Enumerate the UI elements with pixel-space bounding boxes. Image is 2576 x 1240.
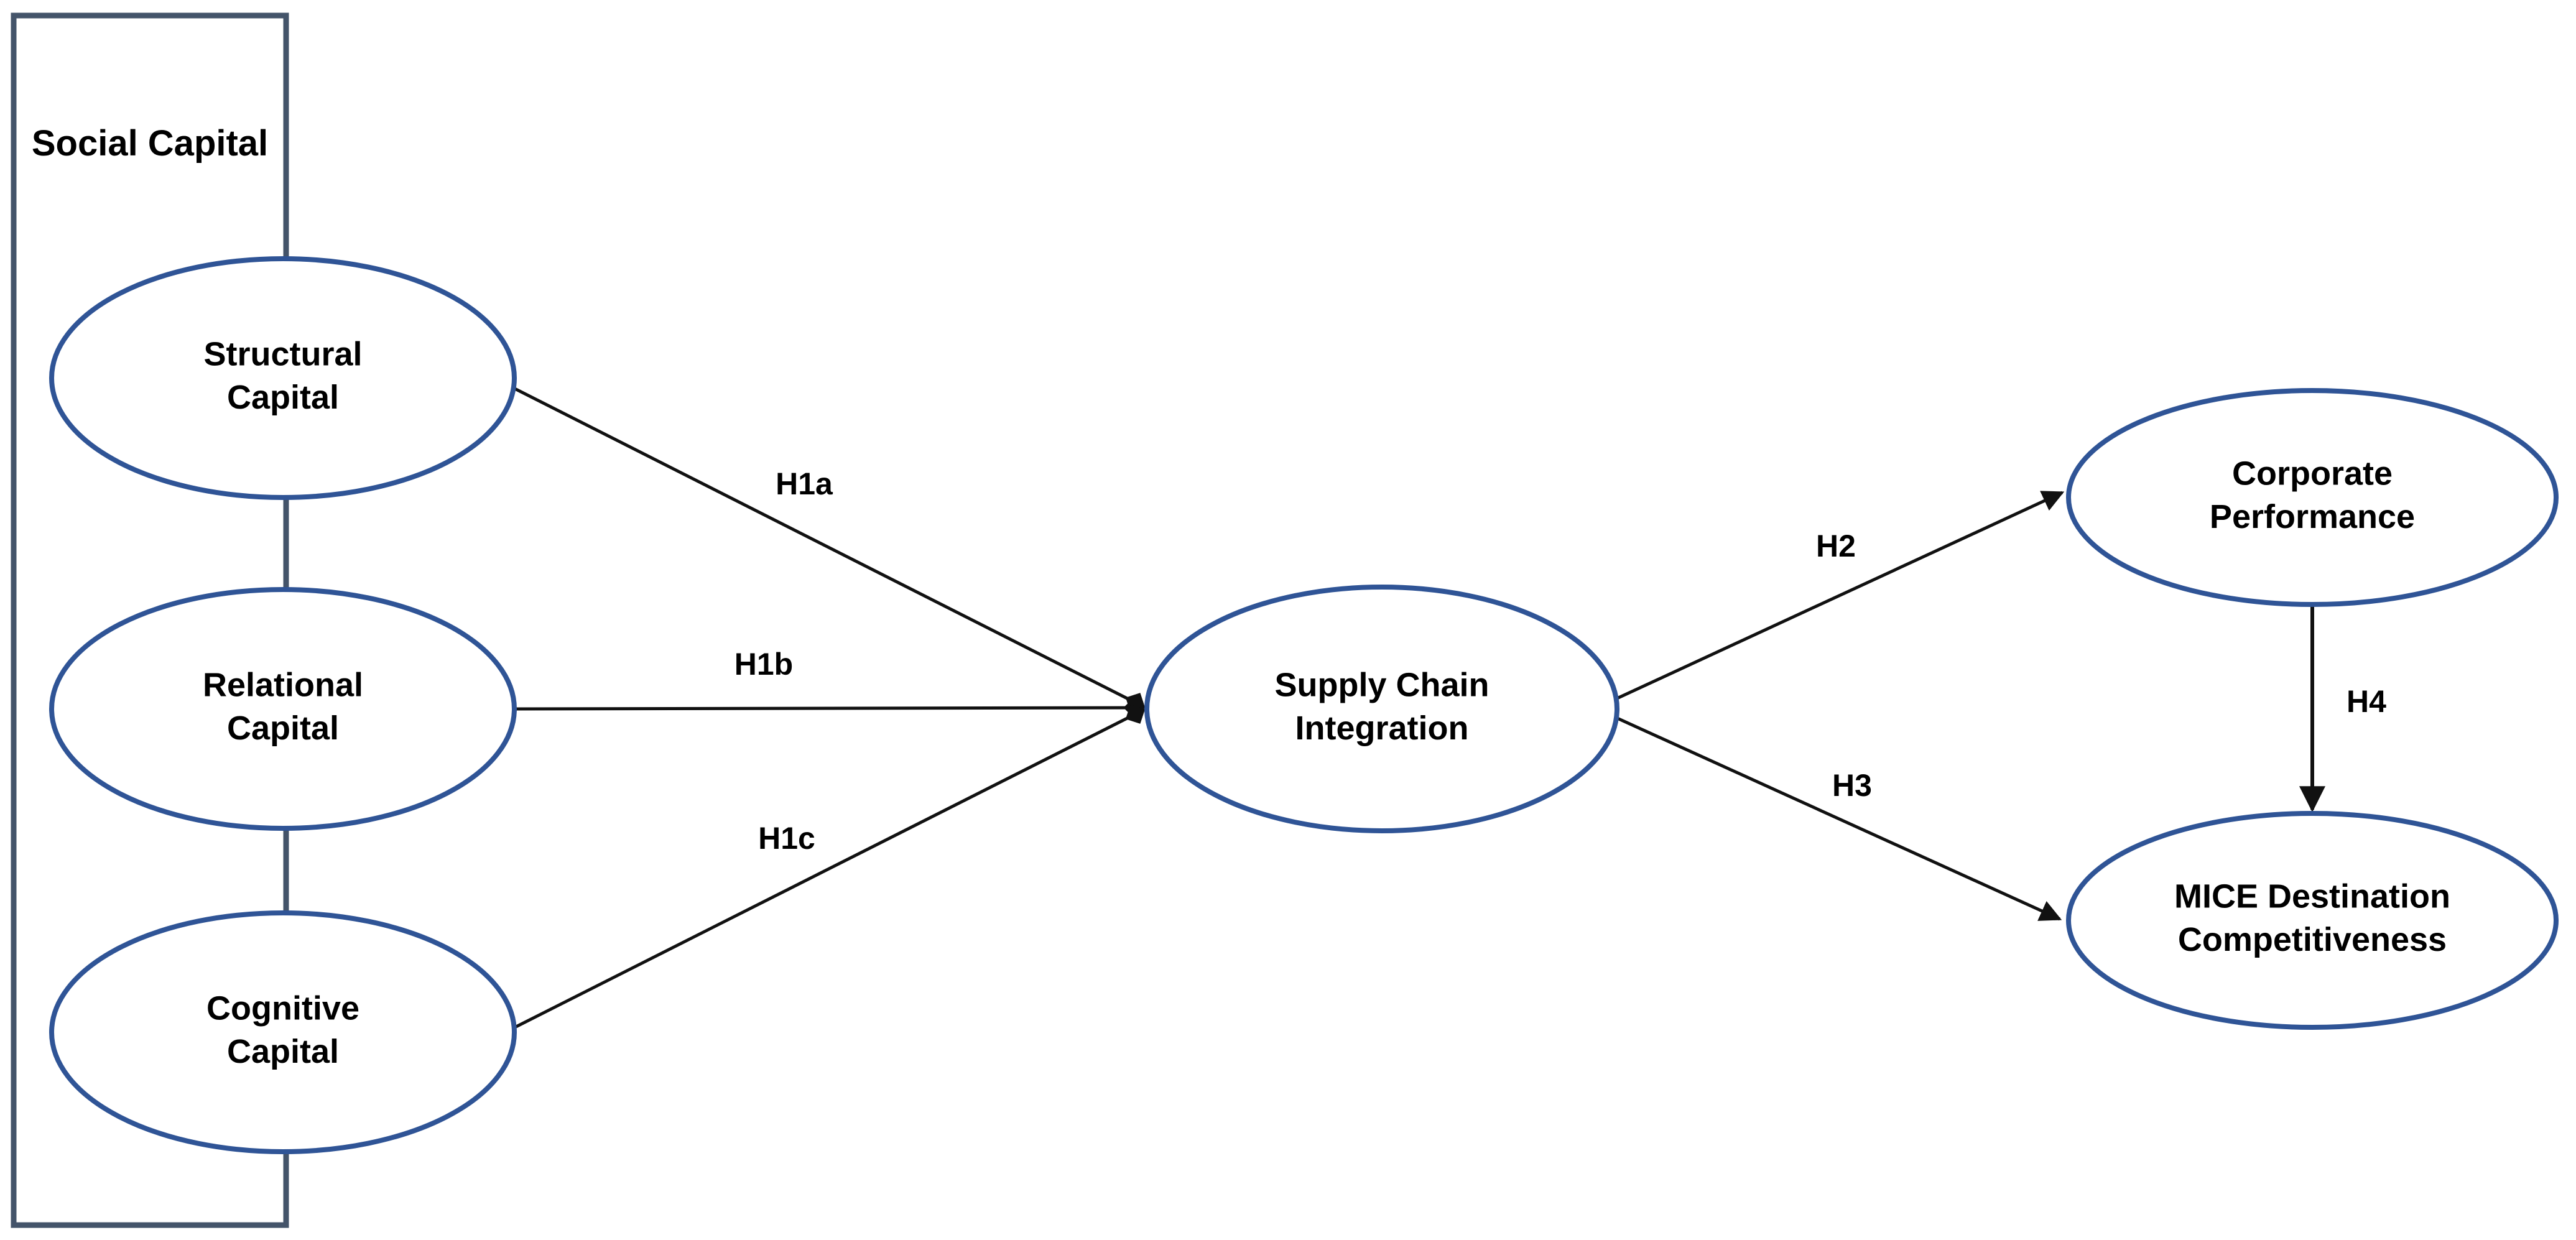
edges-layer [504, 382, 2325, 1034]
edge-label-h2: H2 [1816, 529, 1856, 563]
edge-h1c [504, 704, 1146, 1034]
node-shape-mice-destination-competitiveness [2066, 811, 2559, 1030]
node-label-corporate-performance: Corporate [2232, 455, 2393, 493]
edge-label-h1c: H1c [758, 821, 815, 856]
social-capital-group-title: Social Capital [32, 123, 268, 164]
node-label-structural-capital: Capital [227, 379, 339, 416]
edge-label-h1b: H1b [734, 647, 793, 682]
node-shape-relational-capital [49, 587, 517, 831]
node-label-cognitive-capital: Capital [227, 1033, 339, 1070]
node-label-supply-chain-integration: Integration [1295, 710, 1469, 747]
node-shape-corporate-performance [2066, 388, 2559, 607]
edge-h3 [1598, 708, 2062, 921]
edge-label-h3: H3 [1832, 768, 1872, 803]
edge-h1b [514, 696, 1146, 719]
node-shape-cognitive-capital [49, 910, 517, 1154]
nodes-layer: StructuralCapitalRelationalCapitalCognit… [49, 256, 2559, 1154]
node-label-supply-chain-integration: Supply Chain [1274, 667, 1489, 704]
node-shape-supply-chain-integration [1144, 585, 1619, 833]
edge-label-h1a: H1a [776, 466, 833, 501]
node-label-cognitive-capital: Cognitive [206, 990, 359, 1027]
node-label-relational-capital: Capital [227, 710, 339, 747]
edge-h1a [504, 382, 1146, 713]
node-label-relational-capital: Relational [203, 667, 363, 704]
node-label-mice-destination-competitiveness: MICE Destination [2174, 878, 2450, 915]
edge-h2 [1598, 491, 2065, 708]
node-label-structural-capital: Structural [203, 336, 362, 373]
node-label-corporate-performance: Performance [2210, 498, 2415, 535]
edge-label-h4: H4 [2347, 684, 2386, 719]
node-shape-structural-capital [49, 256, 517, 500]
node-label-mice-destination-competitiveness: Competitiveness [2178, 921, 2447, 958]
